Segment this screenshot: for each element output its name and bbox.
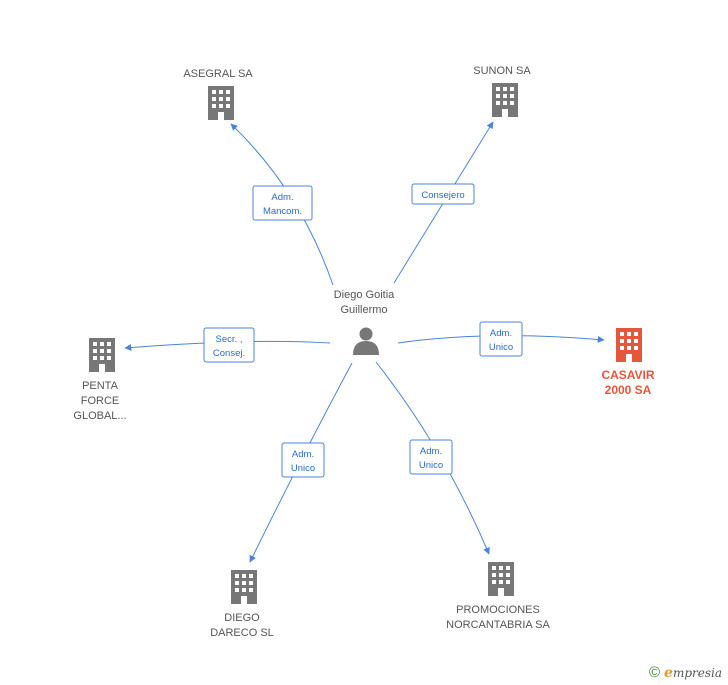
company-label: DARECO SL [210, 627, 274, 639]
person-name: Guillermo [340, 304, 387, 316]
person-icon [353, 327, 379, 355]
footer-credit: © empresia [649, 664, 722, 681]
company-node-casavir[interactable]: CASAVIR 2000 SA [601, 328, 655, 397]
role-badge-asegral[interactable]: Adm. Mancom. [252, 185, 313, 221]
role-badge-promociones[interactable]: Adm. Unico [409, 439, 453, 475]
role-text: Adm. [292, 449, 314, 460]
building-icon [488, 562, 514, 596]
company-label: FORCE [81, 395, 120, 407]
company-label: ASEGRAL SA [183, 68, 253, 80]
role-text: Unico [489, 342, 513, 353]
company-node-sunon[interactable]: SUNON SA [473, 65, 531, 117]
role-text: Secr. , [216, 334, 243, 345]
role-text: Adm. [490, 328, 512, 339]
company-label: 2000 SA [605, 383, 652, 397]
role-badge-penta[interactable]: Secr. , Consej. [203, 327, 255, 363]
company-node-promociones[interactable]: PROMOCIONES NORCANTABRIA SA [446, 562, 551, 631]
role-text: Adm. [271, 192, 293, 203]
building-icon [616, 328, 642, 362]
company-node-dareco[interactable]: DIEGO DARECO SL [210, 570, 274, 639]
building-icon [492, 83, 518, 117]
company-label: PROMOCIONES [456, 604, 540, 616]
company-label: CASAVIR [601, 368, 654, 382]
company-label: GLOBAL... [73, 410, 126, 422]
building-icon [89, 338, 115, 372]
role-text: Adm. [420, 446, 442, 457]
role-badge-casavir[interactable]: Adm. Unico [479, 321, 523, 357]
role-text: Mancom. [263, 206, 302, 217]
company-node-penta[interactable]: PENTA FORCE GLOBAL... [73, 338, 127, 422]
role-badge-sunon[interactable]: Consejero [411, 183, 475, 205]
role-text: Unico [419, 460, 443, 471]
building-icon [208, 86, 234, 120]
center-person-node[interactable]: Diego Goitia Guillermo [334, 289, 395, 355]
empresia-logo[interactable]: empresia [664, 664, 722, 681]
copyright-symbol: © [648, 664, 661, 681]
company-label: SUNON SA [473, 65, 531, 77]
role-badge-dareco[interactable]: Adm. Unico [281, 442, 325, 478]
building-icon [231, 570, 257, 604]
company-label: NORCANTABRIA SA [446, 619, 550, 631]
role-text: Unico [291, 463, 315, 474]
company-label: DIEGO [224, 612, 260, 624]
role-text: Consejero [421, 190, 464, 201]
role-text: Consej. [213, 348, 245, 359]
person-name: Diego Goitia [334, 289, 395, 301]
company-label: PENTA [82, 380, 119, 392]
edge-labels: Adm. Mancom. Consejero Secr. , Consej. A… [203, 183, 523, 478]
company-node-asegral[interactable]: ASEGRAL SA [183, 68, 253, 120]
